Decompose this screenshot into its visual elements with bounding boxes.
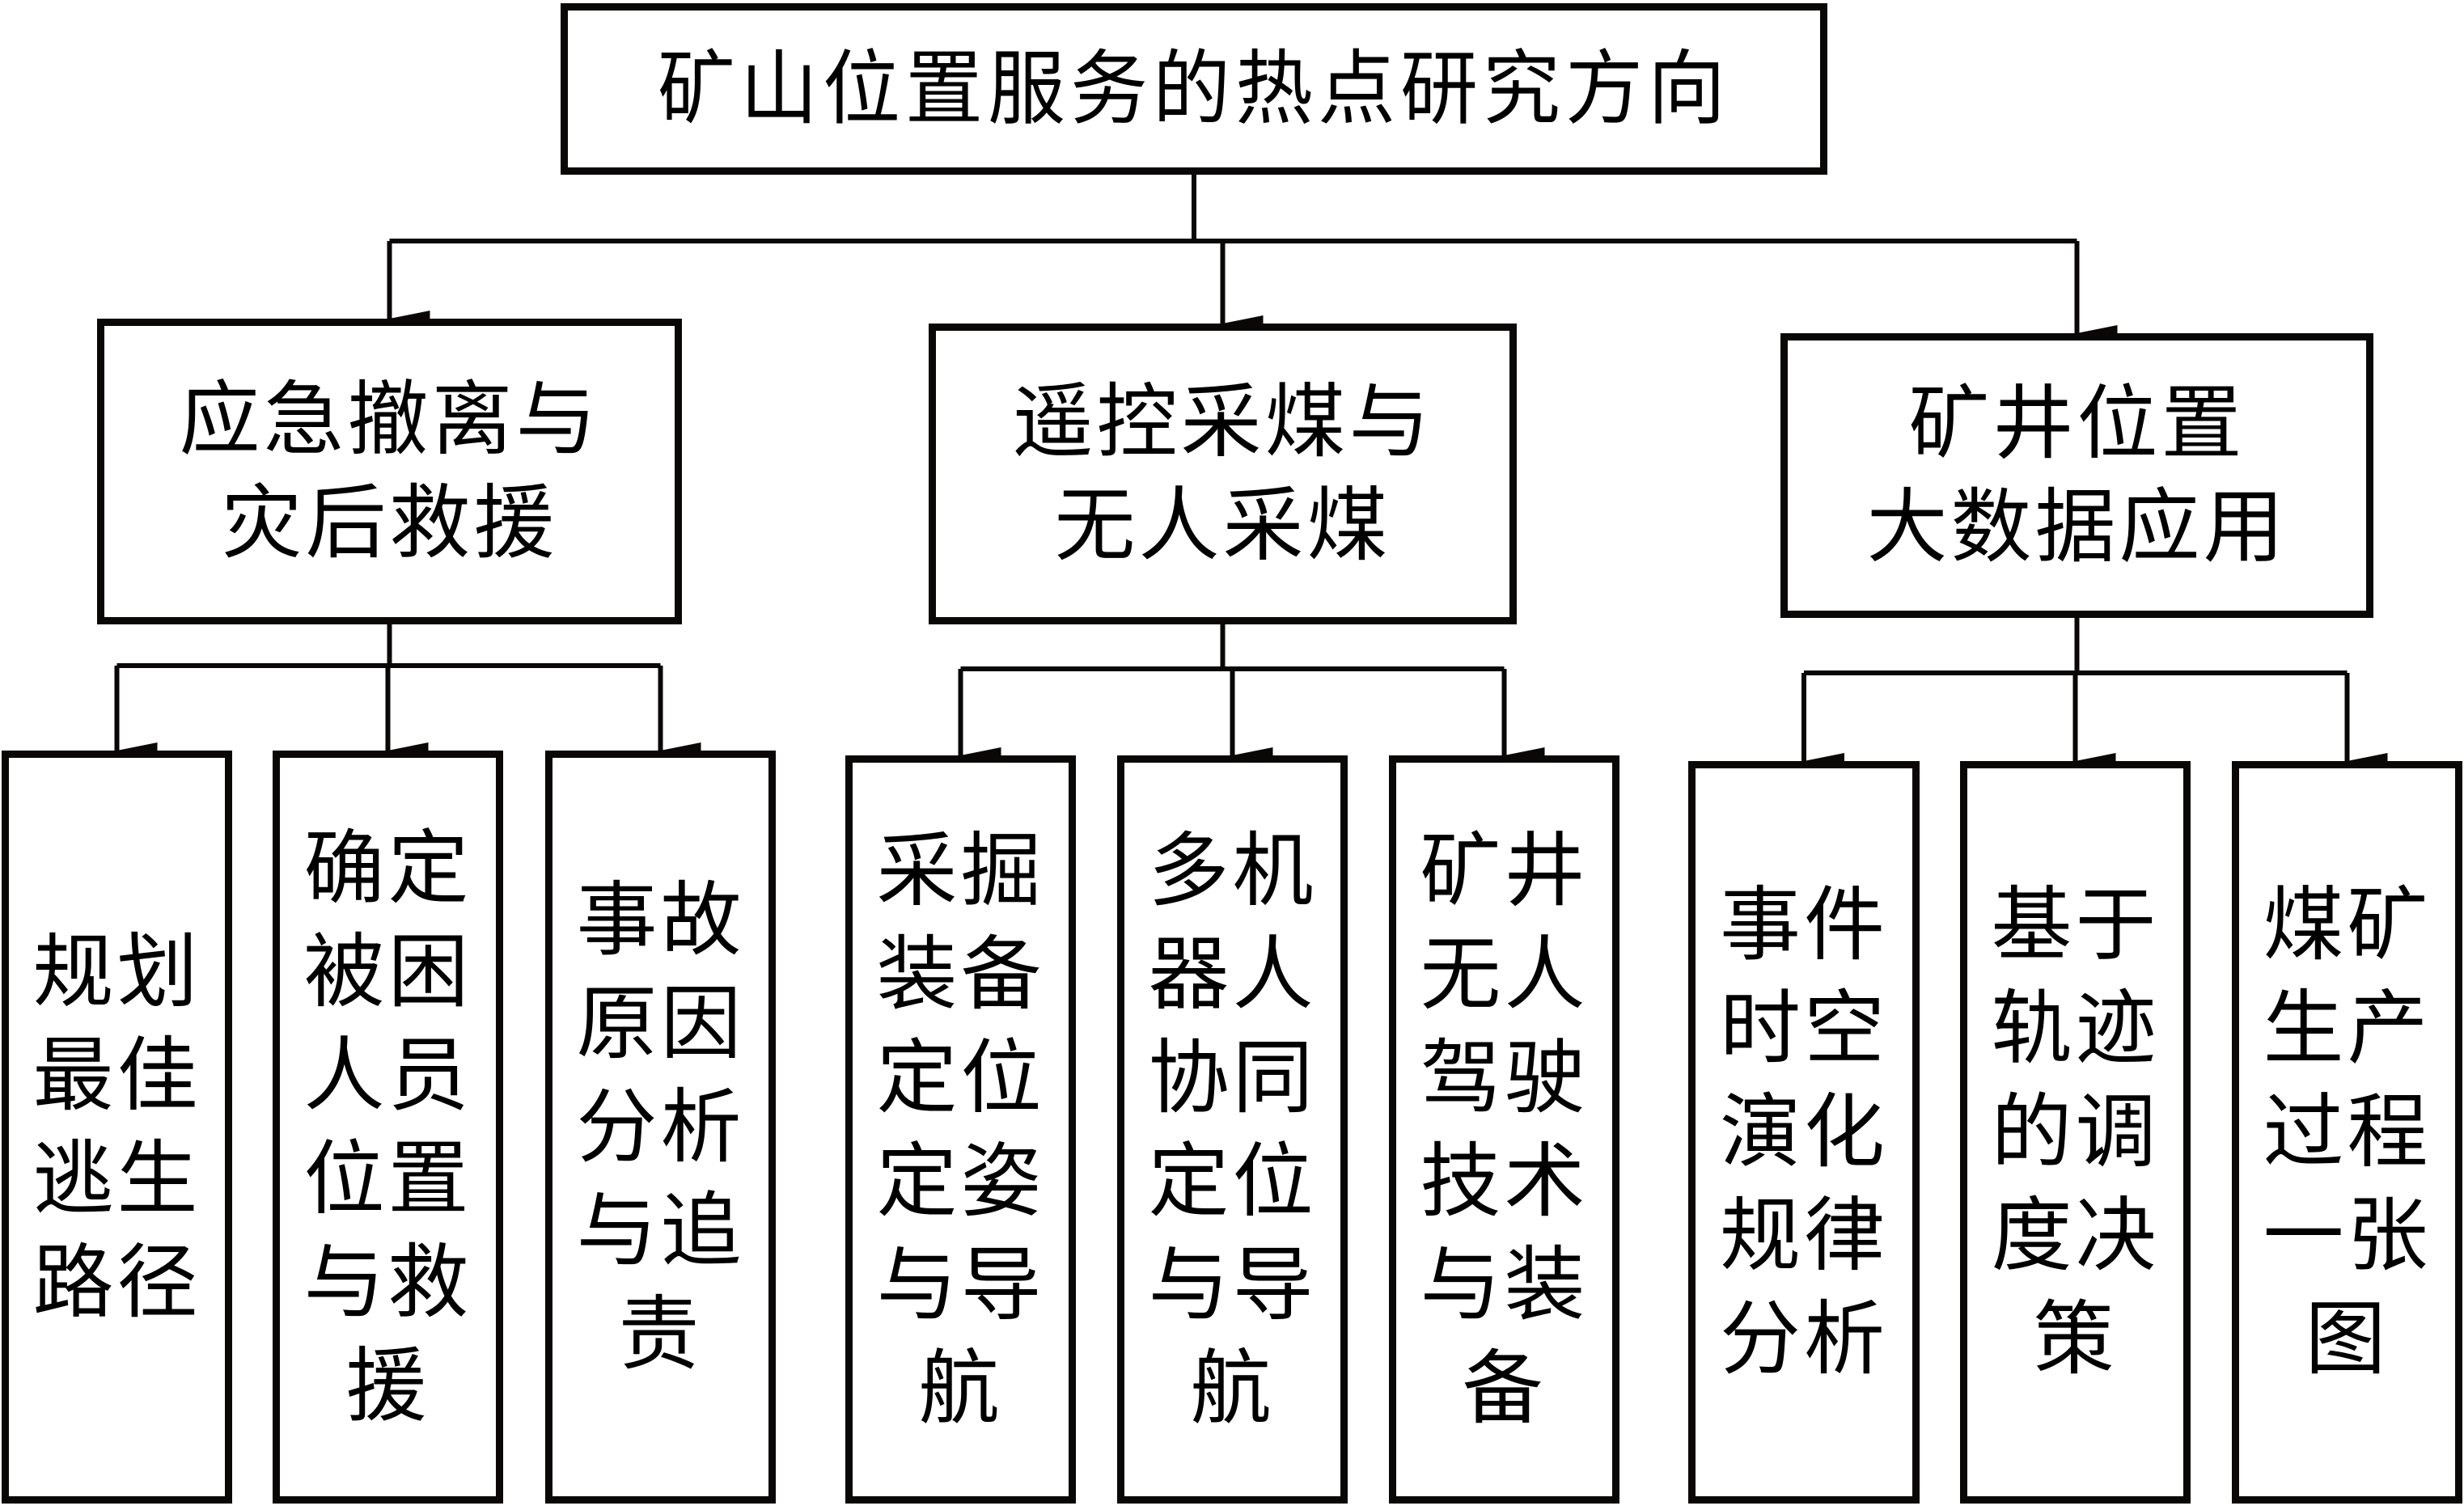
leaf-node-label: 基于轨迹的调度决策 [1991,878,2160,1386]
leaf-node: 规划最佳逃生路径 [2,751,232,1504]
leaf-node: 确定被困人员位置与救援 [273,751,503,1504]
leaf-node: 矿井无人驾驶技术与装备 [1389,755,1619,1504]
leaf-node-label: 规划最佳逃生路径 [32,924,201,1330]
leaf-node-label: 矿井无人驾驶技术与装备 [1420,823,1589,1436]
branch-node-remote-mining: 遥控采煤与 无人采煤 [929,324,1517,624]
branch-node-emergency-evacuation: 应急撤离与 灾后救援 [97,319,682,624]
leaf-node: 煤矿生产过程一张图 [2232,761,2462,1504]
root-node: 矿山位置服务的热点研究方向 [561,3,1827,175]
leaf-node-label: 事故原因分析与追责 [576,872,745,1381]
branch-node-label-line: 大数据应用 [1866,480,2288,574]
leaf-node-label: 确定被困人员位置与救援 [303,820,472,1433]
branch-node-label-line: 灾后救援 [221,476,558,570]
branch-node-label-line: 矿井位置 [1908,376,2246,471]
leaf-node-label: 煤矿生产过程一张图 [2263,878,2432,1386]
branch-node-label-line: 遥控采煤与 [1012,374,1433,469]
leaf-node-label: 采掘装备定位定姿与导航 [876,823,1045,1436]
branch-node-label-line: 应急撤离与 [179,372,600,467]
leaf-node: 多机器人协同定位与导航 [1117,755,1348,1504]
leaf-node-label: 多机器人协同定位与导航 [1148,823,1317,1436]
branch-node-label-line: 无人采煤 [1054,478,1391,573]
branch-node-location-big-data: 矿井位置 大数据应用 [1780,333,2373,618]
leaf-node-label: 事件时空演化规律分析 [1720,878,1888,1386]
leaf-node: 事件时空演化规律分析 [1688,761,1920,1504]
leaf-node: 采掘装备定位定姿与导航 [845,755,1076,1504]
leaf-node: 基于轨迹的调度决策 [1960,761,2191,1504]
root-node-label: 矿山位置服务的热点研究方向 [658,41,1730,137]
leaf-node: 事故原因分析与追责 [545,751,776,1504]
